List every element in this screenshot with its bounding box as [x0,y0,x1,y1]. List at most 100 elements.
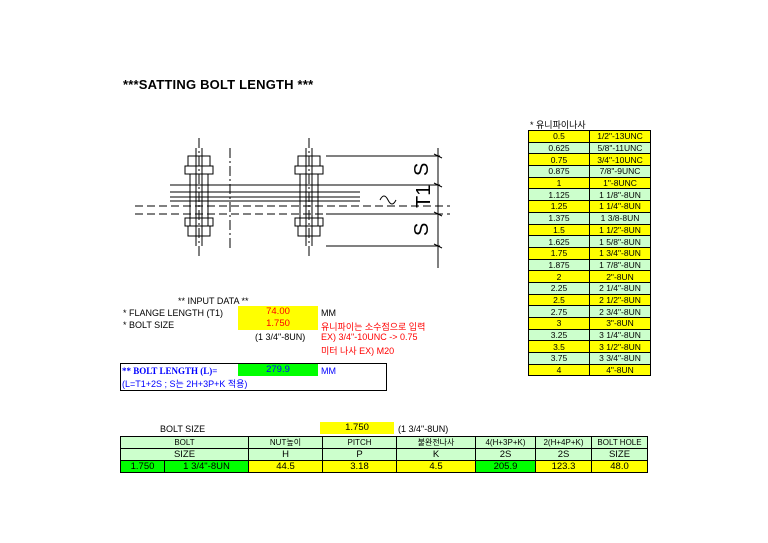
value-k: 4.5 [396,460,476,473]
unified-size: 3/4"-10UNC [589,153,651,167]
subheader-hole-size: SIZE [591,448,648,461]
label-t1: T1 [413,185,435,208]
value-2s-b: 123.3 [535,460,592,473]
subheader-2s-a: 2S [475,448,536,461]
unified-size: 2 1/2"-8UN [589,293,651,307]
unified-size: 1/2"-13UNC [589,130,651,143]
input-heading: ** INPUT DATA ** [178,296,249,306]
unified-value: 2.75 [528,305,590,318]
unified-size: 2"-8UN [589,270,651,283]
bolt-length-label: ** BOLT LENGTH (L)= [122,366,218,376]
label-s-top: S [411,163,433,176]
value-bolt-size: 1 3/4"-8UN [164,460,249,473]
page-title: ***SATTING BOLT LENGTH *** [123,77,314,92]
unified-value: 1.75 [528,246,590,260]
value-hole-size: 48.0 [591,460,648,473]
unified-size: 1 1/4"-8UN [589,200,651,213]
bolt-size-input[interactable]: 1.750 [238,318,318,330]
bolt-length-unit: MM [321,366,336,376]
unified-size: 7/8"-9UNC [589,165,651,178]
subheader-size: SIZE [120,448,249,461]
subheader-h: H [248,448,323,461]
bolt-size-text: (1 3/4"-8UN) [255,332,306,342]
header-4hpk: 4(H+3P+K) [475,436,536,449]
bolt-size-note: 유니파이는 소수점으로 입력 [321,322,426,332]
value-h: 44.5 [248,460,323,473]
unified-value: 1 [528,176,590,190]
unified-size: 1 1/2"-8UN [589,223,651,237]
bolt-size-label: * BOLT SIZE [123,320,175,330]
unified-value: 3.75 [528,352,590,365]
unified-size: 5/8"-11UNC [589,141,651,155]
unified-value: 0.625 [528,141,590,155]
unified-value: 2 [528,270,590,283]
bolt-length-formula: (L=T1+2S ; S는 2H+3P+K 적용) [122,379,248,389]
unified-value: 2.25 [528,281,590,295]
flange-length-input[interactable]: 74.00 [238,306,318,318]
unified-value: 2.5 [528,293,590,307]
unified-size: 1 3/4"-8UN [589,246,651,260]
bottom-bolt-size-text: (1 3/4"-8UN) [398,424,449,434]
unified-size: 1"-8UNC [589,176,651,190]
result-box [120,363,387,391]
subheader-k: K [396,448,476,461]
unified-size: 3 3/4"-8UN [589,352,651,365]
bolt-length-value: 279.9 [238,364,318,376]
unified-value: 3 [528,317,590,330]
unified-value: 1.25 [528,200,590,213]
unified-size: 1 7/8"-8UN [589,258,651,272]
flange-length-label: * FLANGE LENGTH (T1) [123,308,224,318]
unified-size: 1 1/8"-8UN [589,188,651,202]
unified-value: 4 [528,363,590,377]
example-unc: EX) 3/4"-10UNC -> 0.75 [321,332,418,342]
value-bolt-decimal: 1.750 [120,460,165,473]
header-2hpk: 2(H+4P+K) [535,436,592,449]
unified-size: 3 1/4"-8UN [589,328,651,342]
unified-value: 1.875 [528,258,590,272]
unified-size: 3 1/2"-8UN [589,340,651,354]
unified-value: 0.75 [528,153,590,167]
unified-value: 1.625 [528,235,590,248]
header-incomplete-thread: 불완전나사 [396,436,476,449]
unified-caption: * 유니파이나사 [530,120,586,130]
bolt-calc-table: BOLT NUT높이 PITCH 불완전나사 4(H+3P+K) 2(H+4P+… [120,436,648,473]
flange-length-unit: MM [321,308,336,318]
unified-size: 1 3/8-8UN [589,211,651,225]
header-pitch: PITCH [322,436,397,449]
header-nut-height: NUT높이 [248,436,323,449]
unified-size: 2 1/4"-8UN [589,281,651,295]
unified-value: 0.5 [528,130,590,143]
subheader-p: P [322,448,397,461]
bottom-bolt-size-value: 1.750 [320,422,394,434]
value-p: 3.18 [322,460,397,473]
header-bolt: BOLT [120,436,249,449]
unified-value: 1.375 [528,211,590,225]
header-bolt-hole: BOLT HOLE [591,436,648,449]
unified-size: 2 3/4"-8UN [589,305,651,318]
unified-value: 1.125 [528,188,590,202]
unified-size: 4"-8UN [589,363,651,377]
bottom-bolt-size-label: BOLT SIZE [160,424,206,434]
example-metric: 미터 나사 EX) M20 [321,346,395,356]
